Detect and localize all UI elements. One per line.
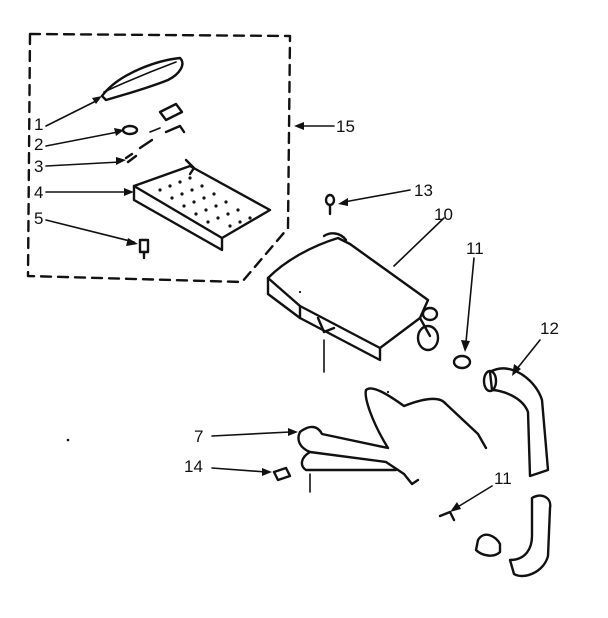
bolt-part	[138, 238, 150, 260]
screw-13-part	[324, 193, 336, 216]
hose-part	[482, 367, 550, 478]
callout-15: 15	[336, 117, 355, 136]
callout-7: 7	[194, 427, 203, 446]
rod-part	[297, 387, 488, 493]
washer-lower-part	[438, 510, 456, 522]
callout-14: 14	[184, 457, 203, 476]
callout-12: 12	[540, 319, 559, 338]
washer-14-part	[272, 466, 292, 482]
callout-2: 2	[34, 135, 43, 154]
callout-1: 1	[34, 115, 43, 134]
kit-box-outline	[26, 32, 292, 284]
callout-5: 5	[34, 209, 43, 228]
valve-body-part	[266, 232, 440, 373]
screw-parts	[124, 138, 154, 164]
callout-labels: 1 2 3 4 5 15 13 10 11 12 7 14 11	[34, 115, 559, 488]
washer-upper-part	[452, 354, 472, 370]
callout-11-upper: 11	[466, 239, 484, 258]
callout-10: 10	[434, 205, 453, 224]
callout-11-lower: 11	[494, 469, 512, 488]
leader-lines	[45, 96, 541, 512]
lower-hose-part	[474, 494, 552, 578]
callout-4: 4	[34, 183, 43, 202]
handle-part	[100, 56, 184, 102]
callout-3: 3	[34, 157, 43, 176]
clip-parts	[121, 102, 186, 136]
callout-13: 13	[414, 181, 433, 200]
bracket-part	[132, 158, 272, 252]
scan-specks	[66, 290, 390, 442]
